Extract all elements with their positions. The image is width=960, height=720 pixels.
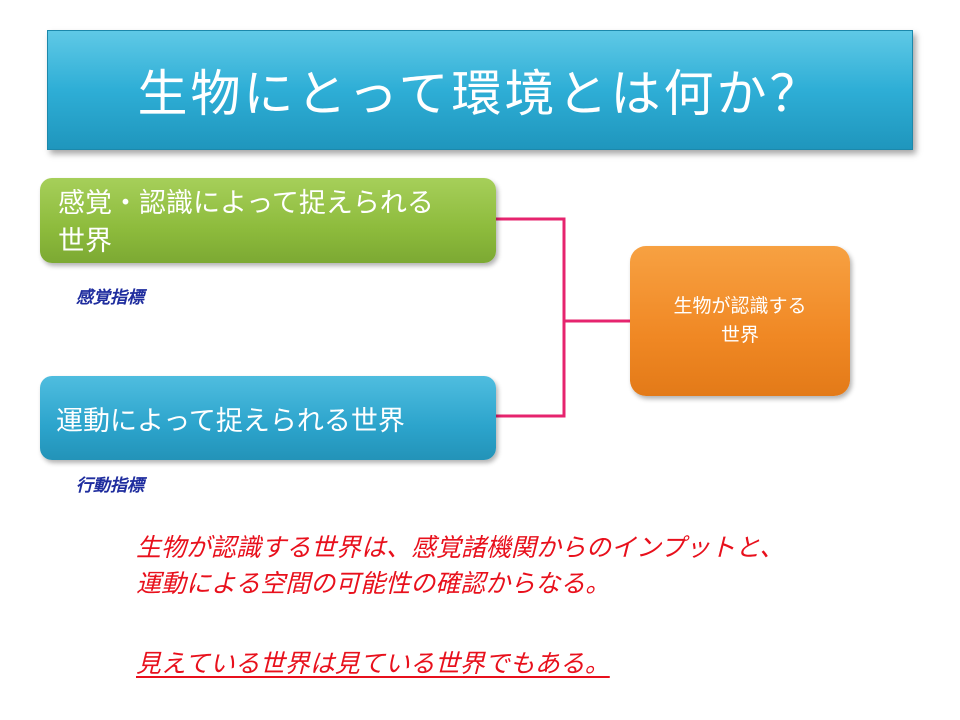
- recognized-world-box: 生物が認識する 世界: [630, 246, 850, 396]
- slide-title: 生物にとって環境とは何か？: [137, 65, 823, 123]
- sensory-index-label: 感覚指標: [76, 288, 144, 308]
- summary-note-line1: 生物が認識する世界は、感覚諸機関からのインプットと、: [136, 533, 785, 562]
- title-banner: 生物にとって環境とは何か？: [47, 30, 913, 150]
- sensory-world-line1: 感覚・認識によって捉えられる: [58, 188, 434, 219]
- recognized-world-line1: 生物が認識する: [673, 295, 807, 317]
- motor-world-box: 運動によって捉えられる世界: [40, 376, 496, 460]
- sensory-world-box: 感覚・認識によって捉えられる 世界: [40, 178, 496, 263]
- behavior-index-label: 行動指標: [76, 476, 144, 496]
- recognized-world-line2: 世界: [720, 324, 759, 346]
- connector-line: [496, 217, 566, 418]
- motor-world-text: 運動によって捉えられる世界: [56, 405, 405, 437]
- conclusion-note: 見えている世界は見ている世界でもある。: [136, 649, 610, 678]
- summary-note-line2: 運動による空間の可能性の確認からなる。: [136, 569, 611, 598]
- sensory-world-line2: 世界: [58, 226, 112, 257]
